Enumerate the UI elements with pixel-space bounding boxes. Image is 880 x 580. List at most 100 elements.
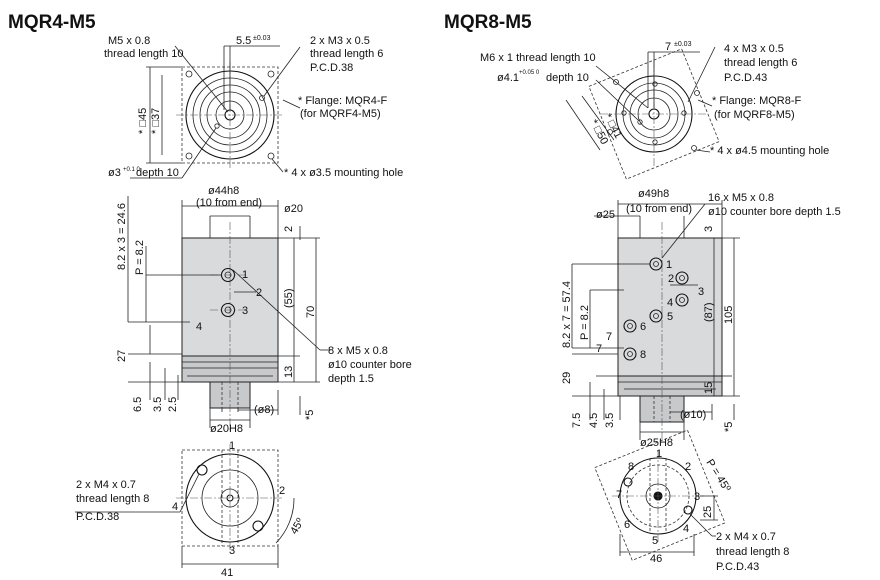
right-top-offset-tol: ±0.03 [674, 41, 692, 48]
left-bottom-n4: 4 [172, 501, 178, 513]
right-front-view [571, 200, 740, 440]
left-front-d35: 3.5 [152, 397, 164, 412]
right-front-n8: 8 [640, 349, 646, 361]
left-front-dia44: ø44h8 [208, 185, 239, 197]
right-front-n7: 7 [596, 343, 602, 355]
right-front-cb: ø10 counter bore depth 1.5 [708, 206, 841, 218]
left-bottom-tap-pcd: P.C.D.38 [76, 511, 119, 523]
right-bottom-width: 46 [650, 553, 662, 565]
left-bottom-tap-thread: thread length 8 [76, 493, 149, 505]
left-front-from-end: (10 from end) [196, 197, 262, 209]
left-front-d2: 2 [283, 226, 295, 232]
right-bottom-d25: 25 [702, 506, 714, 518]
right-front-d3: 3 [703, 226, 715, 232]
right-top-flange-1: * Flange: MQR8-F [712, 95, 802, 107]
right-top-tap-pcd: P.C.D.43 [724, 72, 767, 84]
left-front-d65: 6.5 [132, 397, 144, 412]
left-top-offset: 5.5 [236, 35, 251, 47]
right-bottom-n3: 3 [694, 491, 700, 503]
right-top-offset: 7 [665, 41, 671, 53]
right-bottom-n6: 6 [624, 519, 630, 531]
left-bottom-view [75, 444, 295, 568]
left-top-flange-1: * Flange: MQR4-F [298, 95, 388, 107]
right-front-d87: (87) [703, 302, 715, 322]
left-front-h20: ø20H8 [210, 423, 243, 435]
left-front-n2: 2 [256, 287, 262, 299]
left-top-pin-depth: depth 10 [136, 167, 179, 179]
left-top-mount-hole-1 [185, 70, 193, 78]
right-front-d75: 7.5 [571, 413, 583, 428]
right-title: MQR8-M5 [444, 12, 532, 33]
left-bottom-width: 41 [221, 567, 233, 579]
left-front-n1: 1 [242, 269, 248, 281]
right-front-dia49: ø49h8 [638, 188, 669, 200]
right-front-pitch-total: 8.2 x 7 = 57.4 [561, 281, 573, 348]
right-front-n1: 1 [666, 259, 672, 271]
right-top-pin-depth: depth 10 [546, 72, 589, 84]
right-bottom-tap-hole-1 [623, 477, 633, 487]
right-front-d105: 105 [723, 306, 735, 324]
left-top-mount-hole-4 [267, 152, 275, 160]
right-front-n2: 2 [668, 273, 674, 285]
right-front-n5: 5 [667, 311, 673, 323]
right-bottom-view [594, 429, 726, 561]
left-front-d13: 13 [283, 366, 295, 378]
left-front-n3: 3 [242, 305, 248, 317]
left-title: MQR4-M5 [8, 12, 96, 33]
left-top-pin-hole [214, 123, 220, 129]
right-bottom-tap-hole-2 [683, 505, 693, 515]
left-bottom-n1: 1 [229, 440, 235, 452]
right-front-port-4 [675, 293, 689, 307]
left-front-dia20: ø20 [284, 203, 303, 215]
right-bottom-tap-spec: 2 x M4 x 0.7 [716, 531, 776, 543]
left-top-pin-tol: +0.1 0 [123, 167, 141, 173]
left-top-mount-hole-2 [267, 70, 275, 78]
left-top-flange-2: (for MQRF4-M5) [300, 108, 381, 120]
right-top-port-spec: M6 x 1 thread length 10 [480, 52, 596, 64]
right-front-d15: 15 [703, 382, 715, 394]
left-bottom-n2: 2 [279, 485, 285, 497]
left-front-pitch: P = 8.2 [134, 240, 146, 275]
left-top-sq37: * □37 [150, 108, 162, 134]
right-front-d7: 7 [606, 331, 612, 343]
left-front-pitch-total: 8.2 x 3 = 24.6 [116, 203, 128, 270]
right-front-port-spec: 16 x M5 x 0.8 [708, 192, 774, 204]
right-front-from-end: (10 from end) [626, 203, 692, 215]
left-front-cb-1: 8 x M5 x 0.8 [328, 345, 388, 357]
left-front-cb-3: depth 1.5 [328, 373, 374, 385]
right-front-d29: 29 [561, 372, 573, 384]
right-bottom-n7: 7 [616, 489, 622, 501]
left-front-d27: 27 [116, 350, 128, 362]
right-front-d5: *5 [723, 422, 735, 432]
left-bottom-n3: 3 [229, 545, 235, 557]
right-front-port-8 [623, 347, 637, 361]
left-top-port-spec: M5 x 0.8 [108, 35, 150, 47]
left-top-port-thread: thread length 10 [104, 48, 184, 60]
right-front-d35: 3.5 [604, 413, 616, 428]
left-front-d8: (ø8) [254, 404, 274, 416]
right-bottom-angle: P = 45º [703, 457, 732, 494]
right-front-dia25: ø25 [596, 209, 615, 221]
left-top-pin: ø3 [108, 167, 121, 179]
left-bottom-tap-hole-2 [252, 520, 264, 532]
left-top-tap-spec: 2 x M3 x 0.5 [310, 35, 370, 47]
right-top-tap-spec: 4 x M3 x 0.5 [724, 43, 784, 55]
left-front-n4: 4 [196, 321, 202, 333]
left-bottom-tap-spec: 2 x M4 x 0.7 [76, 479, 136, 491]
right-top-pin-tol: +0.05 0 [519, 70, 540, 76]
right-front-port-6 [623, 319, 637, 333]
right-top-view [565, 46, 720, 180]
left-top-view [130, 45, 301, 179]
right-top-tap-thread: thread length 6 [724, 57, 797, 69]
left-bottom-tap-hole-1 [196, 464, 208, 476]
left-top-tap-hole [259, 95, 265, 101]
right-top-mount-hole-label: * 4 x ø4.5 mounting hole [710, 145, 829, 157]
right-front-port-2 [675, 271, 689, 285]
right-front-n4: 4 [667, 297, 673, 309]
left-top-mount-hole-3 [185, 152, 193, 160]
right-bottom-n2: 2 [685, 461, 691, 473]
left-front-d5: *5 [304, 410, 316, 420]
right-bottom-n4: 4 [683, 523, 689, 535]
right-front-n6: 6 [640, 321, 646, 333]
